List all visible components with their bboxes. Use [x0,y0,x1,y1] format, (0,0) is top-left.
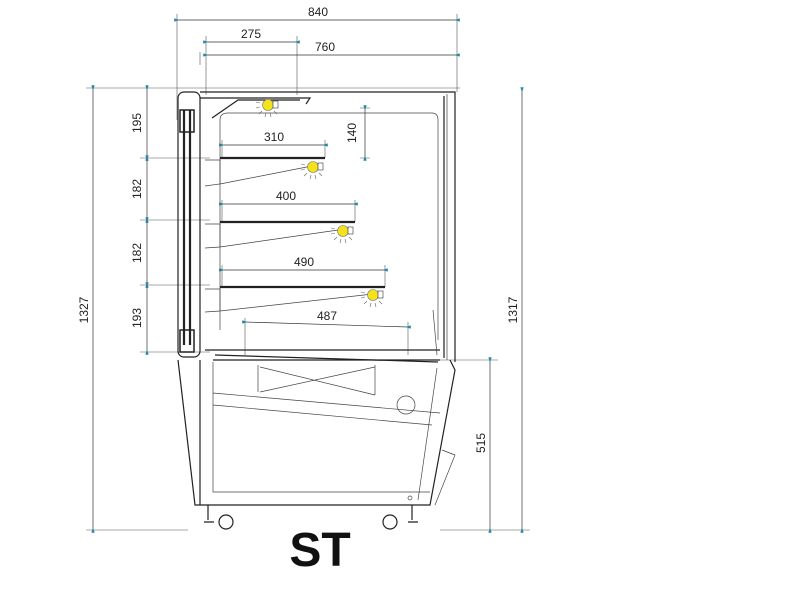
lamp-icon [300,161,324,180]
dim-overall-height: 1327 [77,296,91,323]
dim-shelf-spacing-4: 193 [130,308,144,328]
lamp-icon [360,289,384,308]
dim-shelf-spacing-1: 195 [130,113,144,133]
dim-shelf-1-depth: 310 [264,130,284,144]
dim-shelf-spacing-3: 182 [130,243,144,263]
dim-shelf-spacing-2: 182 [130,179,144,199]
dim-canopy-depth: 275 [241,27,261,41]
shelves [204,99,385,313]
dim-case-height: 1317 [506,296,520,323]
cabinet-base [177,359,456,506]
dim-shelf-2-depth: 400 [276,189,296,203]
lamp-icon [255,99,279,118]
model-label: ST [289,524,350,577]
castor-wheels [204,505,418,530]
dim-shelf-3-depth: 490 [294,255,314,269]
dimension-lines [91,18,524,533]
dim-inner-depth: 760 [315,40,335,54]
dim-base-height: 515 [474,433,488,453]
lamp-icon [330,225,354,244]
dim-deck-depth: 487 [317,309,337,323]
dim-overall-depth: 840 [308,5,328,19]
dim-top-gap: 140 [345,123,359,143]
cabinet-upper [177,91,456,363]
